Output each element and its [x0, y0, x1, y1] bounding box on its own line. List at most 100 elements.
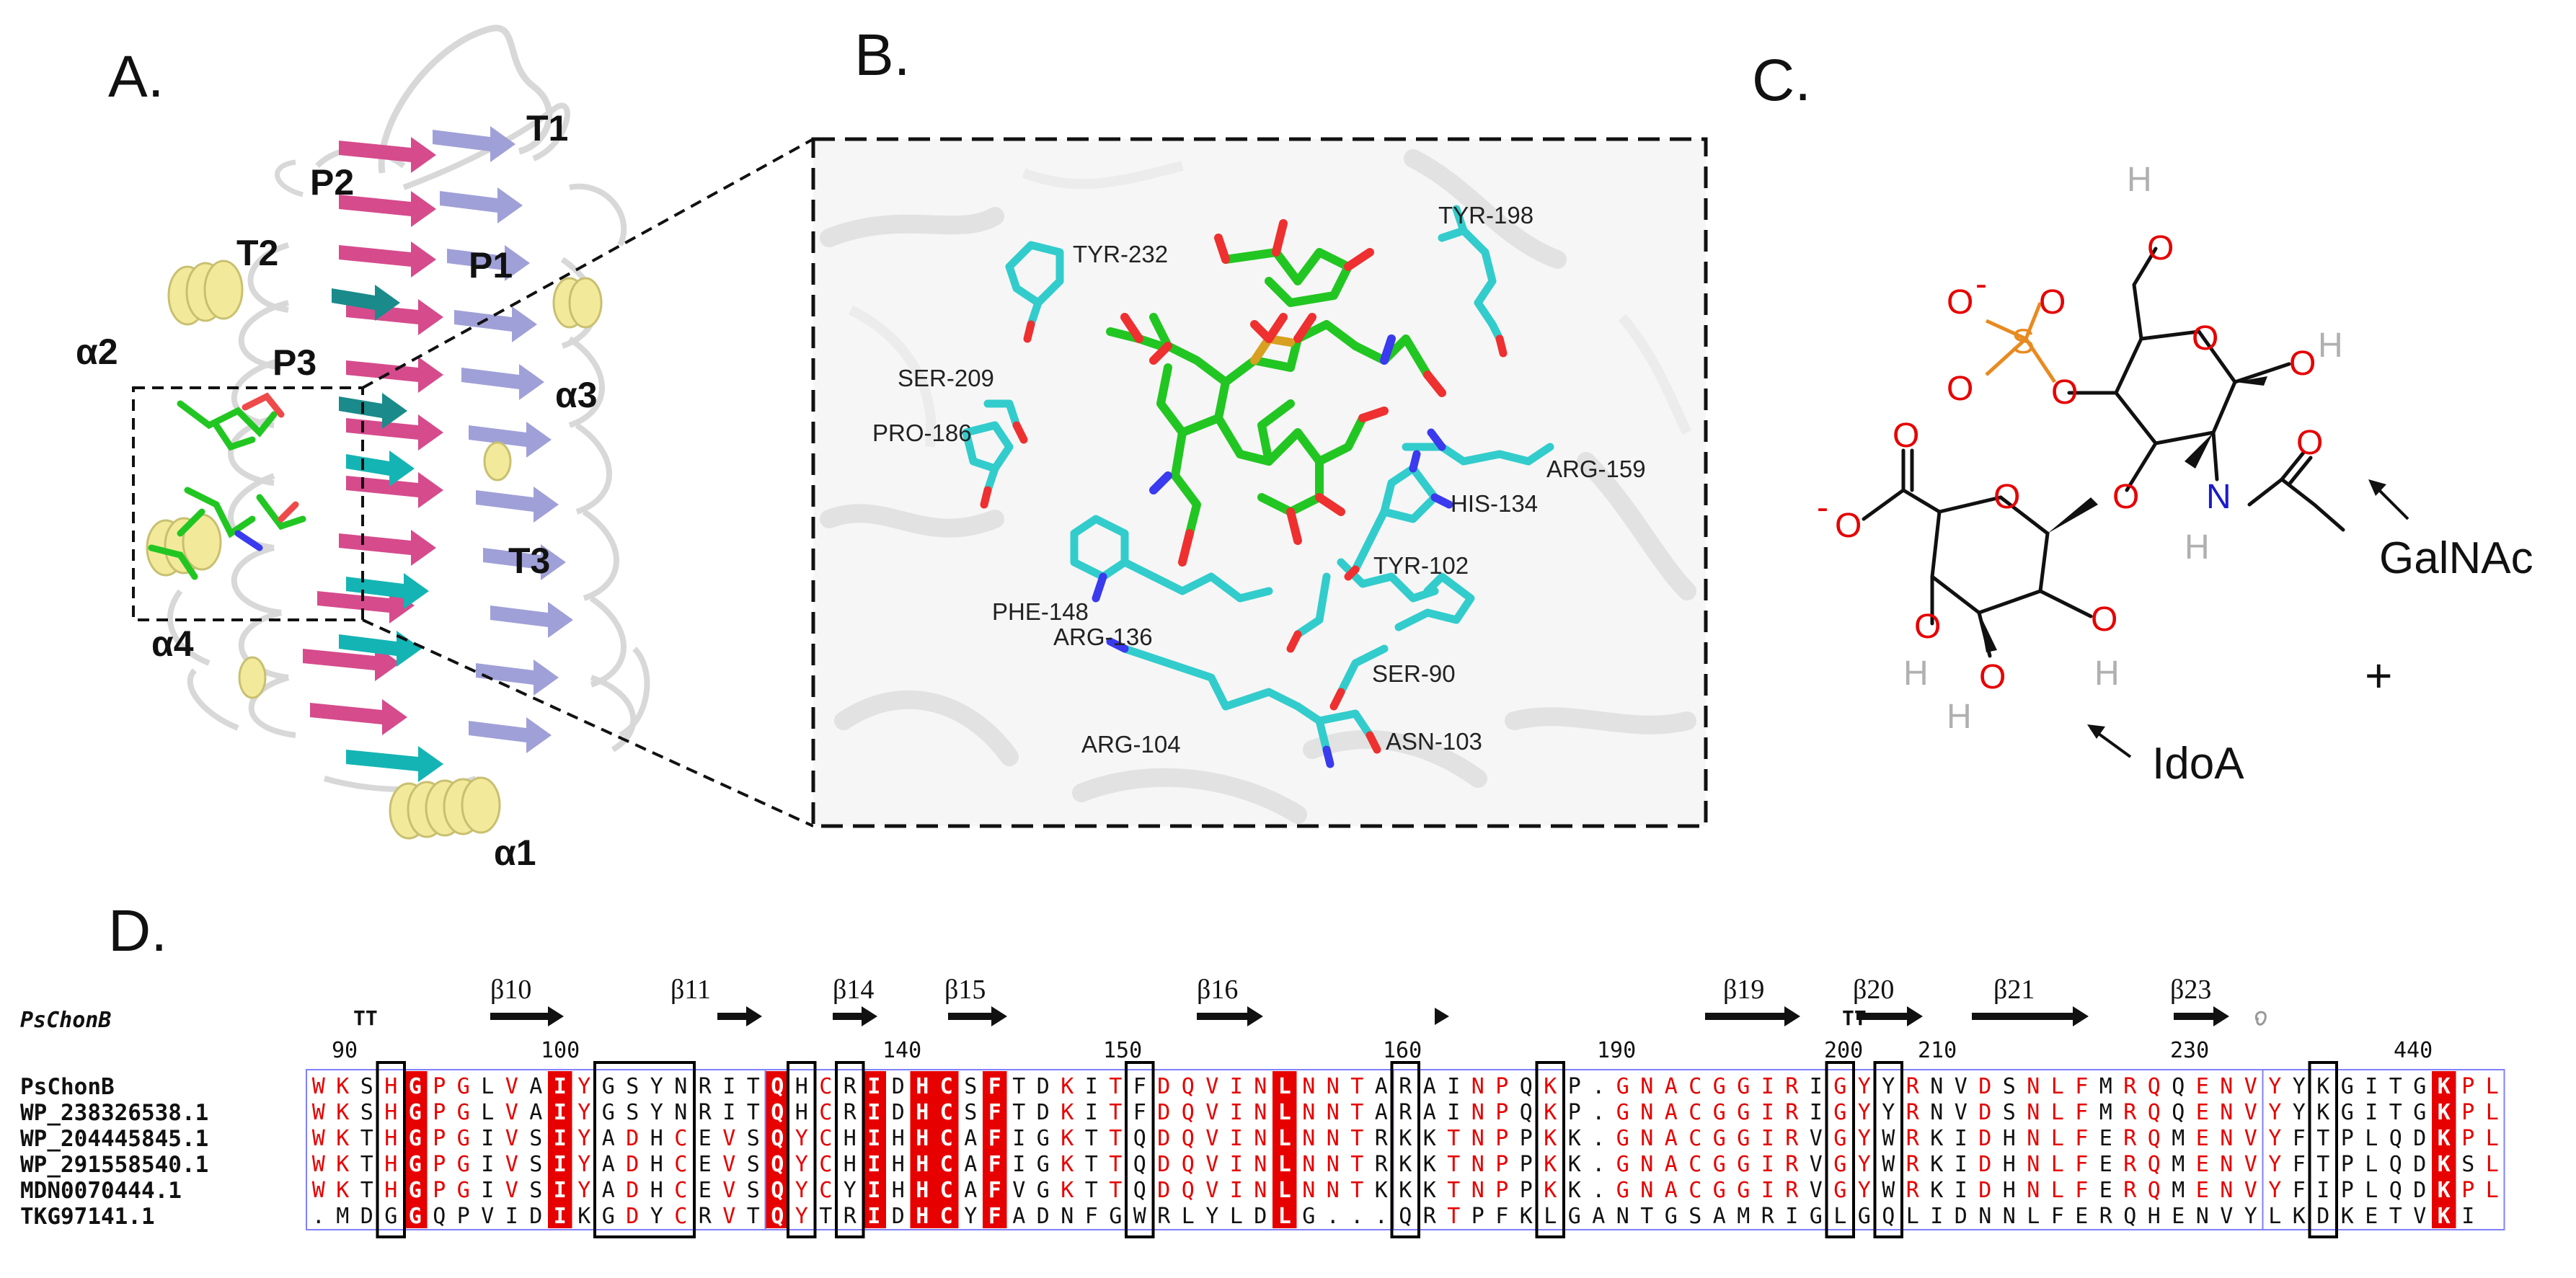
- residue-cell: I: [554, 1152, 567, 1177]
- residue-cell: T: [1447, 1152, 1460, 1177]
- residue-cell: R: [1906, 1126, 1920, 1151]
- residue-cell: V: [2413, 1204, 2426, 1229]
- residue-cell: D: [2413, 1126, 2426, 1151]
- residue-cell: N: [1471, 1126, 1484, 1151]
- residue-cell: K: [336, 1100, 349, 1125]
- turn-label: TT: [353, 1006, 378, 1030]
- residue-cell: G: [1665, 1204, 1678, 1229]
- residue-cell: E: [2099, 1152, 2112, 1177]
- residue-cell: D: [892, 1100, 905, 1125]
- residue-cell: R: [1906, 1074, 1920, 1099]
- residue-cell: Y: [1858, 1126, 1871, 1151]
- residue-cell: Y: [1858, 1152, 1871, 1177]
- residue-cell: H: [844, 1126, 857, 1151]
- residue-cell: A: [1375, 1074, 1388, 1099]
- residue-cell: Q: [2148, 1178, 2161, 1203]
- residue-cell: P: [433, 1126, 446, 1151]
- residue-cell: Q: [771, 1204, 784, 1229]
- atom-hydrogen: H: [1903, 654, 1929, 693]
- residue-cell: H: [384, 1100, 397, 1125]
- residue-cell: T: [1350, 1100, 1363, 1125]
- residue-cell: I: [1761, 1152, 1774, 1177]
- residue-cell: D: [892, 1204, 905, 1229]
- residue-cell: L: [2051, 1074, 2064, 1099]
- residue-cell: N: [674, 1074, 687, 1099]
- residue-cell: L: [2365, 1152, 2378, 1177]
- residue-cell: I: [2316, 1178, 2329, 1203]
- residue-cell: W: [312, 1152, 326, 1177]
- residue-cell: N: [1302, 1074, 1315, 1099]
- residue-cell: L: [2486, 1100, 2499, 1125]
- residue-cell: N: [1640, 1074, 1653, 1099]
- atom-sulfur: S: [2011, 323, 2035, 361]
- residue-cell: M: [336, 1204, 349, 1229]
- residue-cell: P: [1520, 1178, 1533, 1203]
- residue-cell: V: [1012, 1178, 1025, 1203]
- residue-cell: S: [2003, 1100, 2016, 1125]
- residue-cell: Q: [1520, 1100, 1533, 1125]
- residue-cell: A: [1665, 1100, 1678, 1125]
- residue-cell: I: [1012, 1152, 1025, 1177]
- residue-cell: W: [1882, 1126, 1895, 1151]
- residue-cell: N: [1471, 1100, 1484, 1125]
- residue-cell: K: [1061, 1178, 1074, 1203]
- residue-cell: G: [457, 1100, 470, 1125]
- atom-oxygen: O: [1893, 417, 1919, 455]
- residue-cell: V: [505, 1178, 518, 1203]
- position-number: 200: [1824, 1038, 1863, 1063]
- residue-cell: Y: [795, 1204, 808, 1229]
- residue-cell: D: [1157, 1074, 1170, 1099]
- residue-cell: K: [1544, 1100, 1557, 1125]
- residue-cell: H: [2148, 1204, 2161, 1229]
- residue-label: HIS-134: [1451, 490, 1538, 517]
- residue-cell: N: [1327, 1152, 1340, 1177]
- residue-cell: .: [1592, 1126, 1605, 1151]
- residue-cell: D: [1254, 1204, 1267, 1229]
- residue-cell: Q: [2172, 1074, 2185, 1099]
- residue-cell: P: [1520, 1152, 1533, 1177]
- residue-cell: K: [2293, 1204, 2306, 1229]
- residue-cell: Q: [1182, 1100, 1195, 1125]
- residue-cell: T: [1012, 1074, 1025, 1099]
- residue-cell: K: [1061, 1100, 1074, 1125]
- residue-cell: R: [1785, 1152, 1799, 1177]
- residue-cell: I: [867, 1074, 880, 1099]
- residue-cell: C: [1688, 1126, 1701, 1151]
- ss-label: β16: [1197, 975, 1238, 1005]
- residue-cell: M: [2099, 1074, 2112, 1099]
- residue-cell: G: [1737, 1178, 1750, 1203]
- residue-cell: C: [940, 1152, 953, 1177]
- residue-cell: A: [1012, 1204, 1025, 1229]
- residue-cell: C: [819, 1152, 832, 1177]
- residue-cell: N: [1616, 1204, 1629, 1229]
- residue-cell: S: [1688, 1204, 1701, 1229]
- key-residue-box: [835, 1061, 865, 1238]
- atom-oxygen: O: [2289, 345, 2316, 383]
- residue-cell: Y: [2268, 1152, 2281, 1177]
- residue-cell: Q: [2148, 1152, 2161, 1177]
- residue-cell: R: [2123, 1126, 2137, 1151]
- identity-column: [934, 1071, 959, 1228]
- residue-cell: .: [1350, 1204, 1363, 1229]
- residue-cell: N: [1930, 1100, 1943, 1125]
- residue-cell: L: [1278, 1126, 1291, 1151]
- residue-cell: D: [1955, 1204, 1968, 1229]
- atom-oxygen: O: [1914, 608, 1941, 646]
- residue-cell: T: [360, 1152, 373, 1177]
- residue-cell: P: [433, 1074, 446, 1099]
- residue-cell: N: [1640, 1152, 1653, 1177]
- residue-cell: R: [1906, 1152, 1920, 1177]
- residue-cell: I: [481, 1152, 494, 1177]
- residue-cell: G: [2341, 1074, 2354, 1099]
- residue-cell: R: [1785, 1100, 1799, 1125]
- residue-cell: H: [384, 1074, 397, 1099]
- residue-cell: N: [1640, 1178, 1653, 1203]
- residue-cell: K: [336, 1074, 349, 1099]
- residue-cell: K: [1061, 1074, 1074, 1099]
- position-number: 90: [332, 1038, 358, 1063]
- residue-cell: F: [1495, 1204, 1508, 1229]
- residue-cell: L: [1278, 1074, 1291, 1099]
- residue-cell: Q: [1182, 1126, 1195, 1151]
- residue-cell: M: [2099, 1100, 2112, 1125]
- residue-cell: G: [1109, 1204, 1122, 1229]
